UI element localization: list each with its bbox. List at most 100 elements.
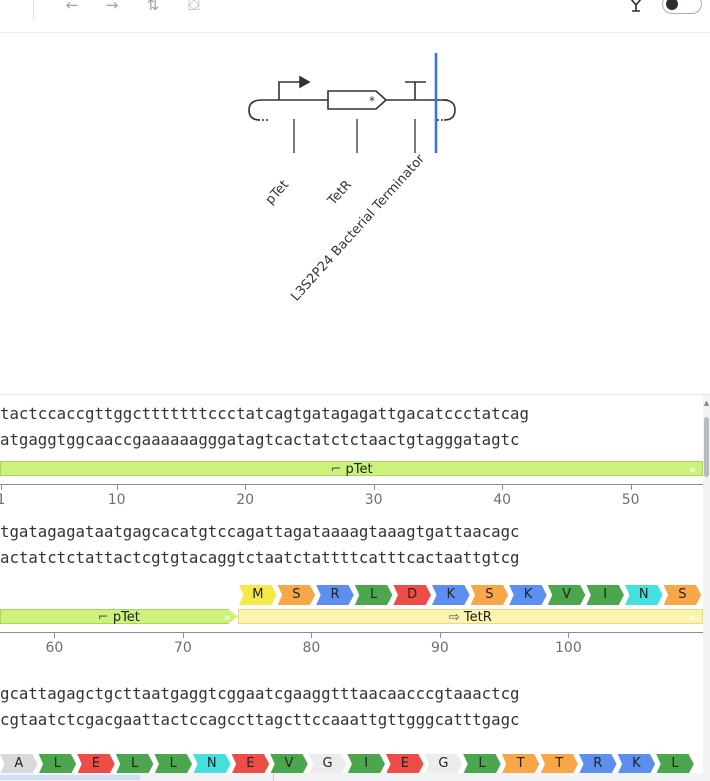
forward-strand[interactable]: tactccaccgttggctttttttccctatcagtgatagaga… [0,404,529,423]
amino-acid-s[interactable]: S [663,585,702,605]
amino-acid-l[interactable]: L [115,754,154,774]
amino-acid-e[interactable]: E [77,754,115,774]
forward-strand[interactable]: gcattagagctgcttaatgaggtcggaatcgaaggtttaa… [0,684,520,703]
reverse-strand[interactable]: atgaggtggcaaccgaaaaaagggatagtcactatctcta… [0,430,520,449]
sequence-view[interactable]: tactccaccgttggctttttttccctatcagtgatagaga… [0,395,710,781]
amino-acid-e[interactable]: E [231,754,270,774]
redo-button[interactable]: → [101,0,123,14]
position-axis [0,632,703,633]
axis-tick-label: 70 [173,640,192,656]
cds-glyph[interactable] [327,90,388,153]
axis-tick [568,632,570,638]
amino-acid-s[interactable]: S [470,585,509,605]
chevron-right-icon: » [688,611,696,624]
terminator-glyph[interactable] [405,81,426,153]
amino-acid-l[interactable]: L [656,754,694,774]
sequence-row: gcattagagctgcttaatgaggtcggaatcgaaggtttaa… [0,675,710,781]
axis-tick-label: 30 [364,492,383,508]
axis-tick [373,484,375,490]
scrollbar-thumb[interactable] [704,417,709,477]
horizontal-scrollbar-divider [273,773,274,781]
promoter-arrow-icon: ⌐ [330,462,346,477]
amino-acid-a[interactable]: A [0,754,38,774]
chevron-right-icon: » [223,611,231,624]
axis-tick [1,484,2,490]
part-label-tetr[interactable]: TetR [325,178,355,209]
toolbar: ← → ⇅ ⛋ [0,0,710,33]
axis-tick [54,632,56,638]
amino-acid-n[interactable]: N [193,754,231,774]
amino-acid-g[interactable]: G [308,754,347,774]
chevron-right-icon: » [688,463,696,476]
axis-tick-label: 80 [302,640,321,656]
axis-tick [439,632,441,638]
cds-asterisk: * [369,94,375,108]
amino-acid-i[interactable]: I [347,754,385,774]
arrow-left-icon: ← [65,0,79,14]
amino-acid-v[interactable]: V [270,754,308,774]
part-label-ptet[interactable]: pTet [263,178,292,208]
feature-ptet[interactable]: ⌐ pTet » [0,461,703,477]
view-mode-icon[interactable] [625,0,647,14]
toolbar-separator [33,0,34,20]
axis-tick [502,484,504,490]
axis-tick [116,484,118,490]
axis-tick-label: 60 [45,640,64,656]
amino-acid-r[interactable]: R [579,754,617,774]
amino-acid-d[interactable]: D [393,585,431,605]
amino-acid-l[interactable]: L [38,754,77,774]
cds-arrow-icon: ⇨ [448,610,464,625]
horizontal-scrollbar-thumb[interactable] [0,775,140,780]
axis-tick [630,484,632,490]
axis-tick [311,632,313,638]
amino-acid-n[interactable]: N [625,585,663,605]
axis-tick-label: 40 [493,492,512,508]
amino-acid-v[interactable]: V [547,585,586,605]
forward-strand[interactable]: tgatagagataatgagcacatgtccagattagataaaagt… [0,522,520,541]
amino-acid-s[interactable]: S [277,585,316,605]
sort-button[interactable]: ⇅ [142,0,164,14]
amino-acid-k[interactable]: K [432,585,470,605]
feature-label: ⌐ pTet [97,610,140,625]
amino-acid-m[interactable]: M [239,585,277,605]
amino-acid-t[interactable]: T [501,754,540,774]
vertical-scrollbar[interactable]: ▲ [703,395,710,781]
amino-acid-l[interactable]: L [154,754,192,774]
feature-label: ⌐ pTet [330,462,373,477]
arrow-right-icon: → [105,0,119,14]
amino-acid-k[interactable]: K [617,754,656,774]
horizontal-scrollbar[interactable] [0,773,710,781]
amino-acid-k[interactable]: K [509,585,547,605]
amino-acid-t[interactable]: T [540,754,578,774]
amino-acid-g[interactable]: G [424,754,463,774]
feature-label: ⇨ TetR [448,610,492,625]
axis-tick-label: 100 [555,640,582,656]
sequence-row: tactccaccgttggctttttttccctatcagtgatagaga… [0,395,710,515]
undo-button[interactable]: ← [61,0,83,14]
amino-acid-l[interactable]: L [354,585,393,605]
scroll-up-arrow-icon[interactable]: ▲ [703,399,710,407]
axis-tick-label: 10 [107,492,126,508]
amino-acid-e[interactable]: E [386,754,424,774]
toggle-switch[interactable] [662,0,702,14]
toggle-knob [666,0,678,10]
axis-tick-label: 50 [621,492,640,508]
reverse-strand[interactable]: cgtaatctcgacgaattactccagccttagcttccaaatt… [0,710,520,729]
fill-button[interactable]: ⛋ [183,0,205,14]
sequence-row: tgatagagataatgagcacatgtccagattagataaaagt… [0,513,710,656]
sort-arrows-icon: ⇅ [146,0,160,14]
position-axis [0,484,703,485]
amino-acid-l[interactable]: L [463,754,501,774]
axis-tick-label: 20 [236,492,255,508]
circuit-diagram: * pTet TetR L3S2P24 Bacterial Terminator [0,33,710,395]
promoter-glyph[interactable] [278,75,311,153]
amino-acid-i[interactable]: I [586,585,624,605]
reverse-strand[interactable]: actatctctattactcgtgtacaggtctaatctattttca… [0,548,520,567]
part-label-terminator[interactable]: L3S2P24 Bacterial Terminator [288,151,428,304]
amino-acid-r[interactable]: R [316,585,354,605]
axis-tick-label: 90 [430,640,449,656]
feature-tetr[interactable]: ⇨ TetR » [237,609,703,625]
axis-tick [245,484,247,490]
promoter-arrow-icon: ⌐ [97,610,113,625]
feature-ptet[interactable]: ⌐ pTet » [0,609,238,624]
